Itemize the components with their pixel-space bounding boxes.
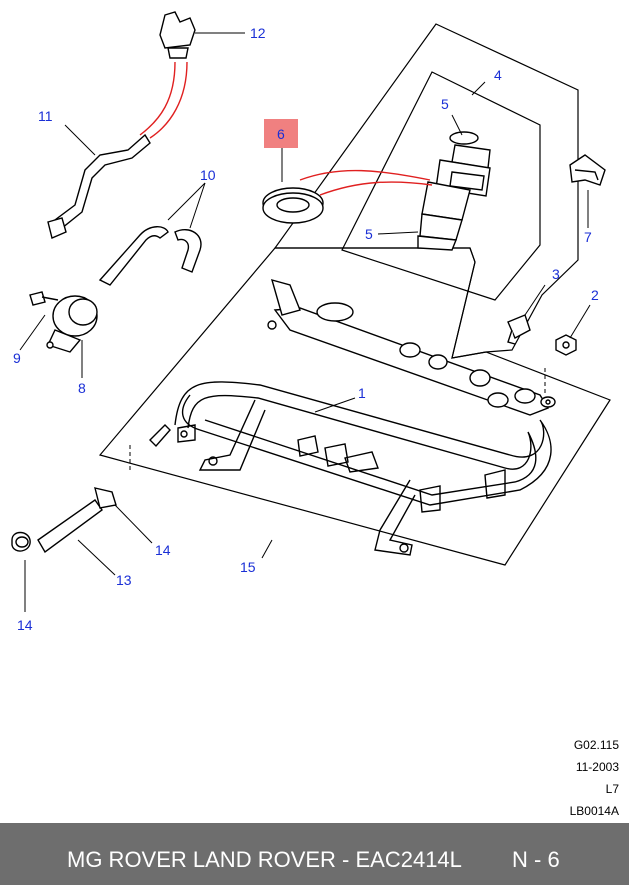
callout-14-right[interactable]: 14 [155,542,171,558]
figure-level: L7 [605,782,619,796]
fuel-rail-assembly [267,278,556,416]
callout-11[interactable]: 11 [38,108,53,124]
callout-labels: 1 2 3 4 5 5 6 7 8 9 10 11 12 13 14 14 15 [13,25,599,633]
connector [159,11,196,59]
clip [569,154,606,186]
callout-6[interactable]: 6 [277,126,285,142]
callout-15[interactable]: 15 [240,559,256,575]
panel-outlines [98,23,611,566]
callout-4[interactable]: 4 [494,67,502,83]
return-hose [11,487,117,554]
sensor-and-nut [507,314,577,356]
callout-10[interactable]: 10 [200,167,216,183]
injector [417,131,491,251]
callout-5-bottom[interactable]: 5 [365,226,373,242]
figure-code: G02.115 [573,738,619,752]
callout-13[interactable]: 13 [116,572,132,588]
callout-14-left[interactable]: 14 [17,617,33,633]
illustration-id: LB0014A [569,804,619,818]
callout-7[interactable]: 7 [584,229,592,245]
feed-pipe [47,133,151,239]
footer-bar: MG ROVER LAND ROVER - EAC2414L N - 6 [0,823,629,885]
callout-2[interactable]: 2 [591,287,599,303]
callout-8[interactable]: 8 [78,380,86,396]
callout-5-top[interactable]: 5 [441,96,449,112]
fuel-lines [139,61,433,196]
footer-page-number: N - 6 [512,847,560,872]
pressure-regulator [29,291,98,353]
figure-date: 11-2003 [575,760,619,774]
injector-panel-outline [273,23,579,359]
hose [98,226,202,286]
o-ring [262,187,324,224]
wiring-harness [149,381,552,556]
leader-lines [19,32,591,612]
callout-3[interactable]: 3 [552,266,560,282]
highlight-box [264,119,298,148]
fuel-rail [273,307,550,416]
callout-9[interactable]: 9 [13,350,21,366]
parts-diagram: 1 2 3 4 5 5 6 7 8 9 10 11 12 13 14 14 15 [11,11,611,633]
callout-1[interactable]: 1 [358,385,366,401]
footer-title: MG ROVER LAND ROVER - EAC2414L [67,847,462,872]
injector-inner-frame [341,71,541,301]
callout-12[interactable]: 12 [250,25,266,41]
